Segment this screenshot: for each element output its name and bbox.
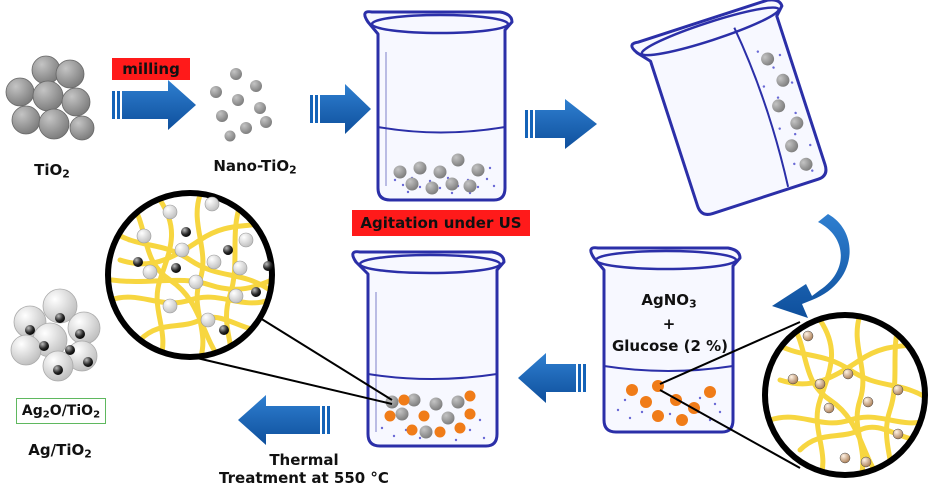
beaker-icon — [589, 246, 742, 434]
nano-tio2-label: Nano-TiO2 — [213, 157, 297, 177]
curved-arrow-icon — [772, 214, 850, 318]
agitation-tag: Agitation under US — [352, 210, 530, 236]
beaker-icon — [363, 10, 514, 202]
glucose-label: Glucose (2 %) — [611, 337, 729, 355]
tio2-label: TiO2 — [34, 161, 70, 181]
plus-label: + — [662, 315, 676, 333]
zoom-circle-icon — [105, 190, 393, 405]
tio2-particles-beaker1 — [393, 153, 485, 195]
mixed-particles-beaker2 — [384, 390, 476, 439]
tio2-bulk-cluster — [5, 55, 95, 141]
arrow-right-icon — [112, 80, 196, 130]
milling-tag: milling — [112, 58, 190, 80]
arrow-left-icon — [518, 353, 586, 403]
ag2o-tio2-label: Ag2O/TiO2 — [16, 398, 106, 424]
arrow-right-icon — [310, 84, 371, 134]
ag-tio2-product-cluster — [10, 288, 101, 382]
arrow-right-icon — [525, 99, 597, 149]
tilted-beaker-icon — [630, 0, 828, 216]
arrow-left-icon — [238, 395, 330, 445]
treatment-label: Treatment at 550 °C — [219, 469, 389, 487]
nano-tio2-particles — [210, 68, 272, 142]
thermal-label: Thermal — [269, 451, 339, 469]
beaker-icon — [351, 250, 506, 448]
agno3-label: AgNO3 — [641, 291, 697, 311]
ag-tio2-label: Ag/TiO2 — [28, 441, 92, 461]
zoom-circle-icon — [659, 312, 928, 478]
